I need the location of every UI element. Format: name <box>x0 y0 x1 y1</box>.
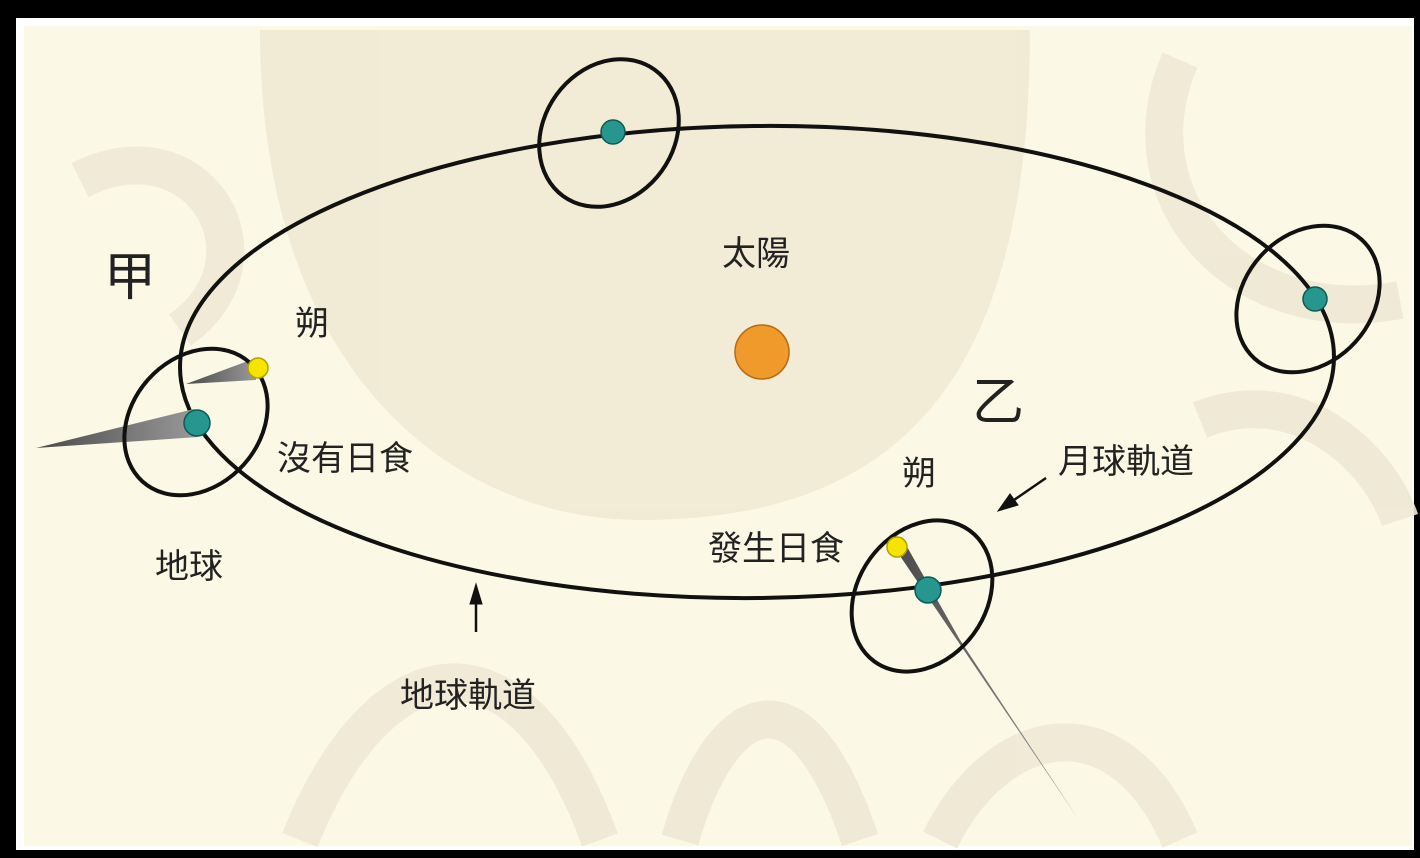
earth-label: 地球 <box>155 547 223 587</box>
position-a-label: 甲 <box>104 248 156 308</box>
earth-shadow-left <box>36 409 198 448</box>
earth-left <box>183 409 211 437</box>
no-eclipse-label: 沒有日食 <box>277 439 413 479</box>
moon-orbit-bottom <box>849 518 995 674</box>
moon-bottom <box>886 536 908 558</box>
earth-top <box>600 119 626 145</box>
moon-shadow-left <box>186 358 256 384</box>
sun <box>734 324 790 380</box>
moon-orbit-arrow <box>996 476 1047 512</box>
earth-orbit-arrow <box>469 582 483 632</box>
sun-label: 太陽 <box>722 234 790 274</box>
moon-shadow-bottom <box>896 545 1079 820</box>
earth-bottom <box>914 576 942 604</box>
new-moon-b-label: 朔 <box>902 454 936 494</box>
earth-orbit-label: 地球軌道 <box>400 676 536 716</box>
new-moon-a-label: 朔 <box>295 304 329 344</box>
earth-right <box>1302 286 1328 312</box>
earth-orbit <box>178 123 1336 601</box>
moon-orbit-right <box>1234 223 1382 375</box>
background-watermark <box>71 30 1419 849</box>
position-b-label: 乙 <box>972 373 1024 433</box>
moon-orbit-label: 月球軌道 <box>1058 442 1194 482</box>
moon-orbit-top <box>537 57 681 209</box>
moon-left <box>247 357 269 379</box>
eclipse-occurs-label: 發生日食 <box>708 529 844 569</box>
